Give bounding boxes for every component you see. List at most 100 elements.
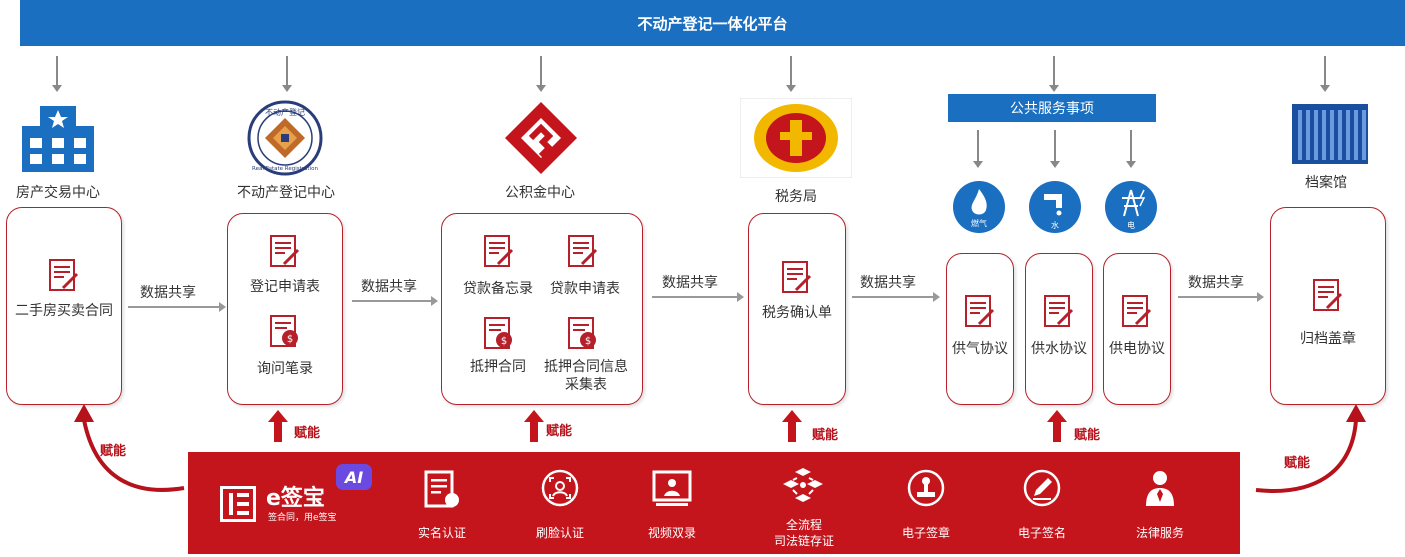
arrow-down-housing [52,56,62,92]
apply-document-icon [270,235,300,267]
ai-badge: AI [336,464,372,490]
data-share-arrow-5 [1178,292,1264,302]
svg-text:$: $ [501,336,507,347]
empower-label-3: 赋能 [812,428,839,443]
data-share-label-3: 数据共享 [662,275,718,291]
feature-seal-label: 电子签章 [901,526,950,540]
org-housing-label: 房产交易中心 [16,185,100,201]
doc-water-label: 供水协议 [1031,341,1087,357]
mortgage-document-icon: $ [484,317,512,349]
org-archive-label: 档案馆 [1305,175,1347,191]
feature-chain-label-2: 司法链存证 [773,534,834,548]
tax-emblem-icon [740,98,852,178]
platform-title: 不动产登记一体化平台 [637,14,788,33]
esign-capability-bar: e签宝 AI 签合同，用e签宝 实名认证 刷脸认证 视频双录 全流程 司法链存证… [188,452,1240,554]
registry-doc-box: 登记申请表 $ 询问笔录 [227,213,343,405]
data-share-arrow-3 [652,292,744,302]
empower-up-arrow-1 [268,410,288,442]
contract-document-icon [49,259,79,291]
public-services-title: 公共服务事项 [1010,101,1094,117]
arrow-down-registry [282,56,292,92]
inquiry-document-icon: $ [270,315,298,347]
power-agreement-document-icon [1122,295,1152,327]
data-share-arrow-2 [352,296,438,306]
water-icon-label: 水 [1051,220,1059,230]
empower-curve-arrow-left [74,404,185,492]
data-share-label-1: 数据共享 [140,285,196,301]
arrow-down-tax [786,56,796,92]
empower-up-arrow-4 [1047,410,1067,442]
gas-doc-box: 供气协议 [946,253,1014,405]
doc-loan-memo-label: 贷款备忘录 [463,281,533,297]
hospital-building-icon [22,106,94,172]
data-share-label-4: 数据共享 [860,275,916,291]
video-record-icon [652,470,692,506]
empower-label-2: 赋能 [546,424,573,439]
empower-up-arrow-3 [782,410,802,442]
org-tax-label: 税务局 [775,189,817,205]
esign-logo-mark-icon [220,486,256,522]
loan-apply-document-icon [568,235,598,267]
public-services-bar: 公共服务事项 [948,94,1156,122]
doc-inquiry-label: 询问笔录 [257,361,313,377]
org-fund-label: 公积金中心 [505,185,575,201]
doc-power-label: 供电协议 [1109,341,1165,357]
archive-doc-box: 归档盖章 [1270,207,1386,405]
blockchain-cubes-icon [783,468,823,502]
arrow-down-fund [536,56,546,92]
power-doc-box: 供电协议 [1103,253,1171,405]
empower-label-4: 赋能 [1074,428,1101,443]
housing-fund-logo-icon [505,102,577,174]
arrow-down-power [1126,130,1136,168]
registry-seal-cn: 不动产登记 [265,107,305,117]
power-icon-label: 电 [1127,220,1135,230]
fund-doc-box: 贷款备忘录 贷款申请表 $ 抵押合同 $ 抵押合同信息 采集表 [441,213,643,405]
doc-apply-label: 登记申请表 [250,279,320,295]
svg-text:$: $ [585,336,591,347]
tax-confirm-document-icon [782,261,812,293]
doc-gas-label: 供气协议 [952,341,1008,357]
empower-label-left: 赋能 [100,444,127,459]
empower-label-right: 赋能 [1284,456,1311,471]
registry-seal-icon: 不动产登记 Real Estate Registration [247,100,323,176]
doc-contract-label: 二手房买卖合同 [15,303,113,319]
water-doc-box: 供水协议 [1025,253,1093,405]
esign-slogan: 签合同，用e签宝 [268,513,337,523]
doc-mortgage-info-label-2: 采集表 [565,377,607,393]
water-agreement-document-icon [1044,295,1074,327]
doc-tax-confirm-label: 税务确认单 [762,305,832,321]
arrow-down-public [1049,56,1059,92]
esign-brand-name: e签宝 [266,486,325,511]
feature-realname-label: 实名认证 [417,526,466,540]
feature-legal-label: 法律服务 [1135,526,1184,540]
arrow-down-water [1050,130,1060,168]
feature-face-label: 刷脸认证 [535,526,584,540]
gas-flame-icon: 燃气 [953,181,1005,233]
tax-doc-box: 税务确认单 [748,213,846,405]
data-share-label-5: 数据共享 [1188,275,1244,291]
doc-mortgage-info-label-1: 抵押合同信息 [544,359,628,375]
doc-loan-apply-label: 贷款申请表 [550,281,620,297]
feature-video-label: 视频双录 [647,526,696,540]
id-document-icon [424,470,459,508]
data-share-label-2: 数据共享 [361,279,417,295]
power-tower-icon: 电 [1105,181,1157,233]
e-signature-pen-icon [1023,469,1061,507]
empower-up-arrow-2 [524,410,544,442]
doc-mortgage-label: 抵押合同 [470,359,526,375]
water-tap-icon: 水 [1029,181,1081,233]
feature-sign-label: 电子签名 [1017,526,1066,540]
feature-chain-label-1: 全流程 [785,518,822,532]
gas-icon-label: 燃气 [971,218,987,228]
arrow-down-archive [1320,56,1330,92]
gas-agreement-document-icon [965,295,995,327]
stamp-seal-icon [907,469,945,507]
data-share-arrow-1 [128,302,226,312]
platform-banner: 不动产登记一体化平台 [20,0,1405,46]
registry-seal-en: Real Estate Registration [252,166,318,172]
arrow-down-gas [973,130,983,168]
empower-label-1: 赋能 [294,426,321,441]
doc-archive-seal-label: 归档盖章 [1300,331,1356,347]
loan-memo-document-icon [484,235,514,267]
svg-text:$: $ [287,334,293,345]
